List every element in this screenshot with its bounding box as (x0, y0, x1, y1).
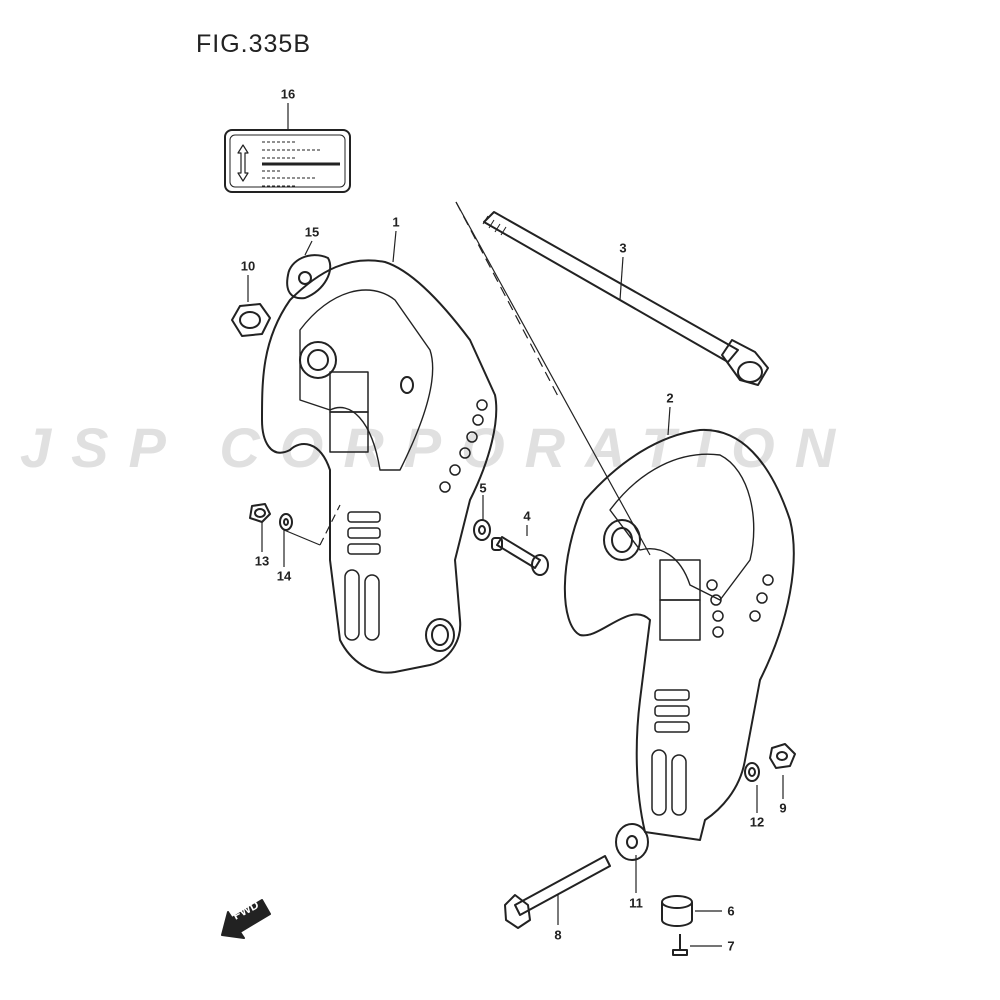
callout-2: 2 (666, 390, 674, 406)
callout-5: 5 (479, 480, 487, 496)
stopper-part-6 (661, 895, 693, 927)
plate-part-15 (286, 254, 332, 300)
callout-15: 15 (304, 224, 320, 240)
callout-1: 1 (392, 214, 400, 230)
callout-10: 10 (240, 258, 256, 274)
callout-7: 7 (727, 938, 735, 954)
washer-part-5 (473, 519, 491, 541)
clamp-bracket-part-1 (261, 259, 498, 674)
bolt-part-8 (504, 855, 611, 929)
figure-title: FIG.335B (196, 30, 311, 58)
leader-lines (247, 103, 784, 947)
callout-6: 6 (727, 903, 735, 919)
nut-part-9 (769, 743, 796, 769)
through-bolt-part-3 (482, 211, 769, 386)
washer-part-14 (279, 513, 293, 531)
nut-part-13 (249, 503, 271, 523)
callout-12: 12 (749, 814, 765, 830)
callout-8: 8 (554, 927, 562, 943)
washer-part-12 (744, 762, 760, 782)
fwd-arrow-icon (221, 899, 271, 939)
washer-part-11 (615, 823, 649, 861)
screw-part-7 (672, 934, 688, 956)
callout-4: 4 (523, 508, 531, 524)
callout-13: 13 (254, 553, 270, 569)
callout-9: 9 (779, 800, 787, 816)
pin-part-4 (491, 536, 549, 576)
callout-14: 14 (276, 568, 292, 584)
watermark: JSP CORPORATION (20, 416, 856, 479)
callout-3: 3 (619, 240, 627, 256)
clamp-bracket-part-2 (563, 428, 795, 841)
nut-part-10 (231, 303, 271, 337)
decal-part-16 (224, 129, 351, 193)
callout-16: 16 (280, 86, 296, 102)
callout-11: 11 (629, 895, 643, 911)
